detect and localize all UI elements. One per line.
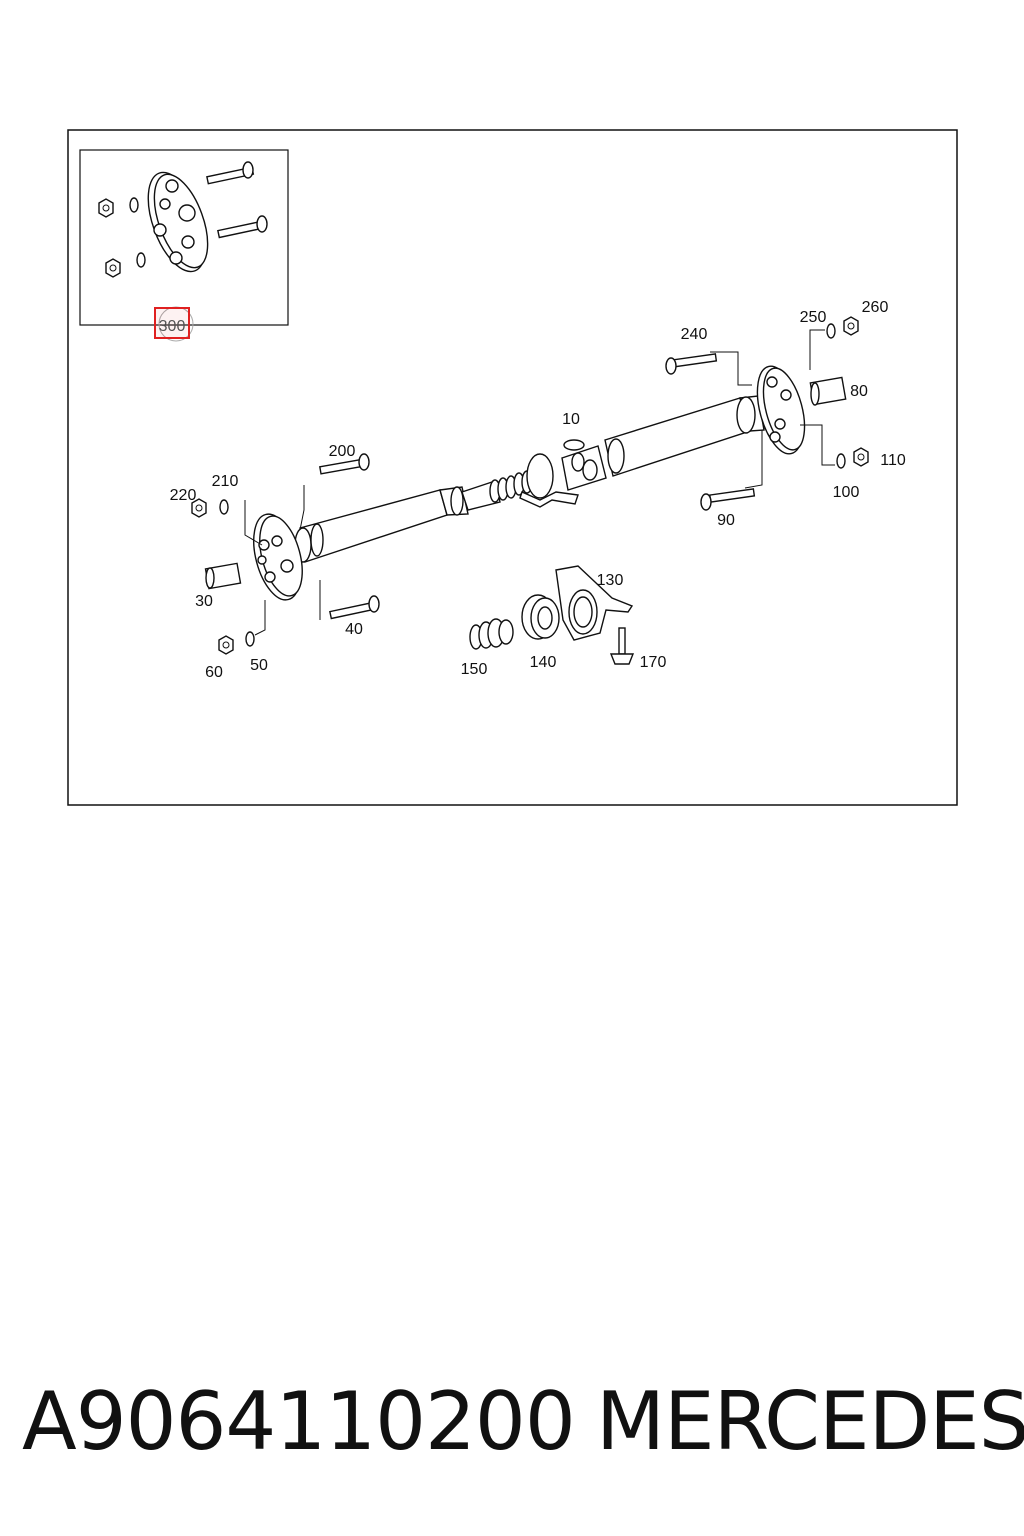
brand-caption: MERCEDES	[596, 1375, 1024, 1468]
callout-label-110[interactable]: 110	[880, 452, 906, 469]
callout-label-100[interactable]: 100	[833, 484, 860, 501]
callout-label-40[interactable]: 40	[345, 621, 363, 638]
callout-label-130[interactable]: 130	[597, 572, 624, 589]
bolt-icon	[329, 595, 380, 620]
washer-icon	[129, 197, 139, 213]
callout-label-60[interactable]: 60	[205, 664, 223, 681]
bolt-icon	[217, 215, 268, 239]
washer-icon	[245, 631, 255, 647]
callout-label-250[interactable]: 250	[800, 309, 827, 326]
center-bearing-bracket-icon	[555, 565, 634, 641]
callout-label-300: 300	[159, 318, 186, 335]
bushing-icon	[204, 562, 242, 590]
callout-label-220[interactable]: 220	[170, 487, 197, 504]
inset-flex-disc-kit	[79, 149, 289, 326]
bolt-icon	[665, 353, 718, 375]
nut-icon	[218, 635, 234, 655]
callout-label-50[interactable]: 50	[250, 657, 268, 674]
washer-icon	[836, 453, 846, 469]
callout-label-210[interactable]: 210	[212, 473, 239, 490]
screw-icon	[609, 627, 635, 665]
callout-label-200[interactable]: 200	[329, 443, 356, 460]
nut-icon	[105, 258, 121, 278]
callout-label-10[interactable]: 10	[562, 411, 580, 428]
callout-label-80[interactable]: 80	[850, 383, 868, 400]
callout-label-150[interactable]: 150	[461, 661, 488, 678]
nut-icon	[853, 447, 869, 467]
flex-disc-icon	[147, 171, 209, 273]
nut-icon	[98, 198, 114, 218]
washer-icon	[136, 252, 146, 268]
callout-label-140[interactable]: 140	[530, 654, 557, 671]
bolt-icon	[700, 488, 756, 511]
callout-label-30[interactable]: 30	[195, 593, 213, 610]
bearing-icon	[521, 594, 560, 640]
washer-icon	[826, 323, 836, 339]
propeller-shaft	[253, 365, 806, 601]
dust-boot-icon	[469, 618, 514, 650]
callout-labels: 10 30 40 50 60 80 90 100 110 130 140 150…	[170, 299, 906, 681]
callout-label-240[interactable]: 240	[681, 326, 708, 343]
diagram-frame	[67, 129, 958, 806]
leader-lines	[244, 329, 835, 636]
part-number-caption: A9064110200	[22, 1375, 576, 1468]
nut-icon	[191, 498, 207, 518]
callout-label-260[interactable]: 260	[862, 299, 889, 316]
bolt-icon	[206, 161, 255, 185]
callout-label-170[interactable]: 170	[640, 654, 667, 671]
bolt-icon	[319, 453, 370, 475]
bushing-icon	[809, 376, 847, 406]
washer-icon	[219, 499, 229, 515]
callout-label-90[interactable]: 90	[717, 512, 735, 529]
nut-icon	[843, 316, 859, 336]
callout-300-highlighted[interactable]: 300	[154, 306, 194, 342]
